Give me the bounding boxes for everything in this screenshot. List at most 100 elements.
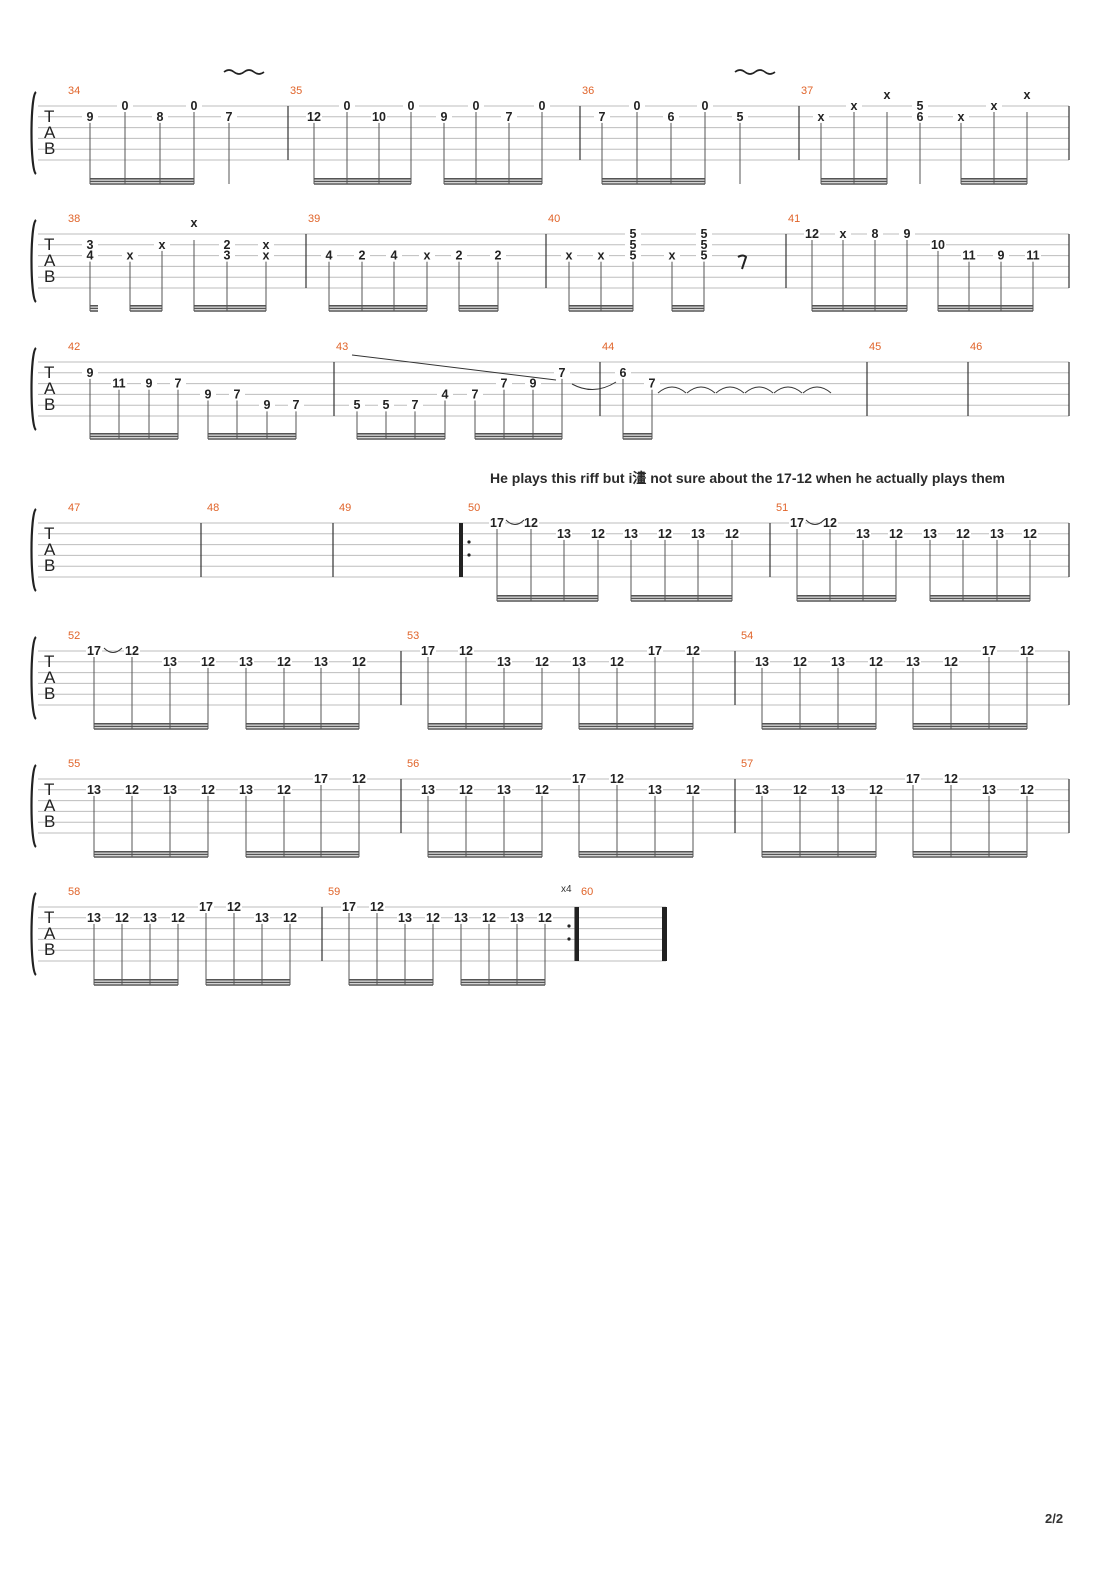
measure-number: 44: [602, 341, 614, 353]
fret-number: 13: [572, 655, 586, 669]
tie-arc: [773, 386, 803, 394]
fret-number: 7: [559, 366, 566, 380]
tie-arc: [715, 386, 745, 394]
fret-backdrop: [534, 656, 550, 668]
fret-number: 13: [557, 527, 571, 541]
fret-number: 0: [408, 99, 415, 113]
fret-backdrop: [685, 646, 701, 657]
fret-number: x: [159, 238, 166, 252]
tab-clef-letter: A: [44, 251, 56, 270]
fret-number: x: [958, 110, 965, 124]
fret-number: 12: [201, 655, 215, 669]
fret-backdrop: [170, 912, 186, 924]
measure-number: 56: [407, 758, 419, 770]
fret-number: x: [991, 99, 998, 113]
fret-number: 12: [610, 772, 624, 786]
fret-backdrop: [198, 902, 214, 913]
fret-number: 12: [115, 911, 129, 925]
fret-backdrop: [349, 400, 365, 412]
fret-number: 13: [163, 655, 177, 669]
measure-number: 50: [468, 502, 480, 514]
fret-number: 4: [391, 249, 398, 263]
fret-backdrop: [868, 784, 884, 796]
fret-backdrop: [313, 656, 329, 668]
fret-number: 12: [482, 911, 496, 925]
fret-number: 7: [501, 377, 508, 391]
tab-clef-letter: A: [44, 379, 56, 398]
fret-number: x: [840, 227, 847, 241]
measure-number: 43: [336, 341, 348, 353]
fret-number: 12: [459, 783, 473, 797]
repeat-dot: [567, 924, 571, 928]
fret-number: 8: [872, 227, 879, 241]
fret-number: 12: [686, 644, 700, 658]
fret-number: 0: [539, 99, 546, 113]
measure-number: 42: [68, 341, 80, 353]
fret-number: 17: [490, 516, 504, 530]
fret-backdrop: [82, 367, 98, 379]
fret-number: 13: [314, 655, 328, 669]
fret-number: 17: [342, 900, 356, 914]
fret-number: 12: [869, 655, 883, 669]
fret-backdrop: [111, 378, 127, 390]
fret-number: 12: [1020, 783, 1034, 797]
fret-number: 13: [755, 783, 769, 797]
fret-number: 12: [538, 911, 552, 925]
fret-backdrop: [351, 656, 367, 668]
fret-backdrop: [496, 784, 512, 796]
fret-backdrop: [732, 111, 748, 123]
fret-backdrop: [437, 389, 453, 401]
fret-backdrop: [981, 784, 997, 796]
fret-backdrop: [238, 784, 254, 796]
measure-number: 55: [68, 758, 80, 770]
fret-backdrop: [288, 400, 304, 412]
fret-backdrop: [1019, 784, 1035, 796]
fret-number: x: [1024, 88, 1031, 102]
fret-number: 12: [1020, 644, 1034, 658]
fret-number: 13: [255, 911, 269, 925]
fret-number: 13: [906, 655, 920, 669]
system-bracket: [30, 219, 37, 303]
fret-backdrop: [879, 90, 895, 102]
fret-backdrop: [122, 250, 138, 262]
fret-number: 13: [624, 527, 638, 541]
fret-backdrop: [238, 656, 254, 668]
fret-number: 12: [823, 516, 837, 530]
fret-number: 17: [648, 644, 662, 658]
fret-number: 17: [87, 644, 101, 658]
fret-number: 11: [962, 249, 975, 263]
fret-number: x: [191, 216, 198, 230]
fret-backdrop: [556, 528, 572, 540]
fret-number: 4: [326, 249, 333, 263]
fret-number: x: [851, 99, 858, 113]
measure-number: 47: [68, 502, 80, 514]
fret-backdrop: [1019, 646, 1035, 657]
fret-number: 13: [831, 783, 845, 797]
fret-backdrop: [993, 250, 1009, 262]
measure-number: 51: [776, 502, 788, 514]
slide-line: [351, 354, 557, 381]
system-bracket: [30, 91, 37, 175]
fret-backdrop: [943, 774, 959, 785]
tie-arc: [744, 386, 774, 394]
fret-backdrop: [82, 250, 98, 262]
measure-number: 59: [328, 886, 340, 898]
fret-backdrop: [754, 656, 770, 668]
fret-backdrop: [943, 656, 959, 668]
fret-number: 11: [1026, 249, 1039, 263]
tab-clef-letter: T: [44, 235, 54, 254]
fret-backdrop: [989, 528, 1005, 540]
fret-backdrop: [696, 250, 712, 262]
fret-backdrop: [82, 239, 98, 251]
fret-number: 5: [701, 227, 708, 241]
fret-number: 12: [352, 772, 366, 786]
measure-number: 40: [548, 213, 560, 225]
rest-symbol: [737, 254, 748, 270]
fret-number: 2: [359, 249, 366, 263]
fret-backdrop: [489, 518, 505, 529]
tab-clef-letter: A: [44, 924, 56, 943]
riff-annotation: He plays this riff but i澅 not sure about…: [490, 470, 1005, 486]
